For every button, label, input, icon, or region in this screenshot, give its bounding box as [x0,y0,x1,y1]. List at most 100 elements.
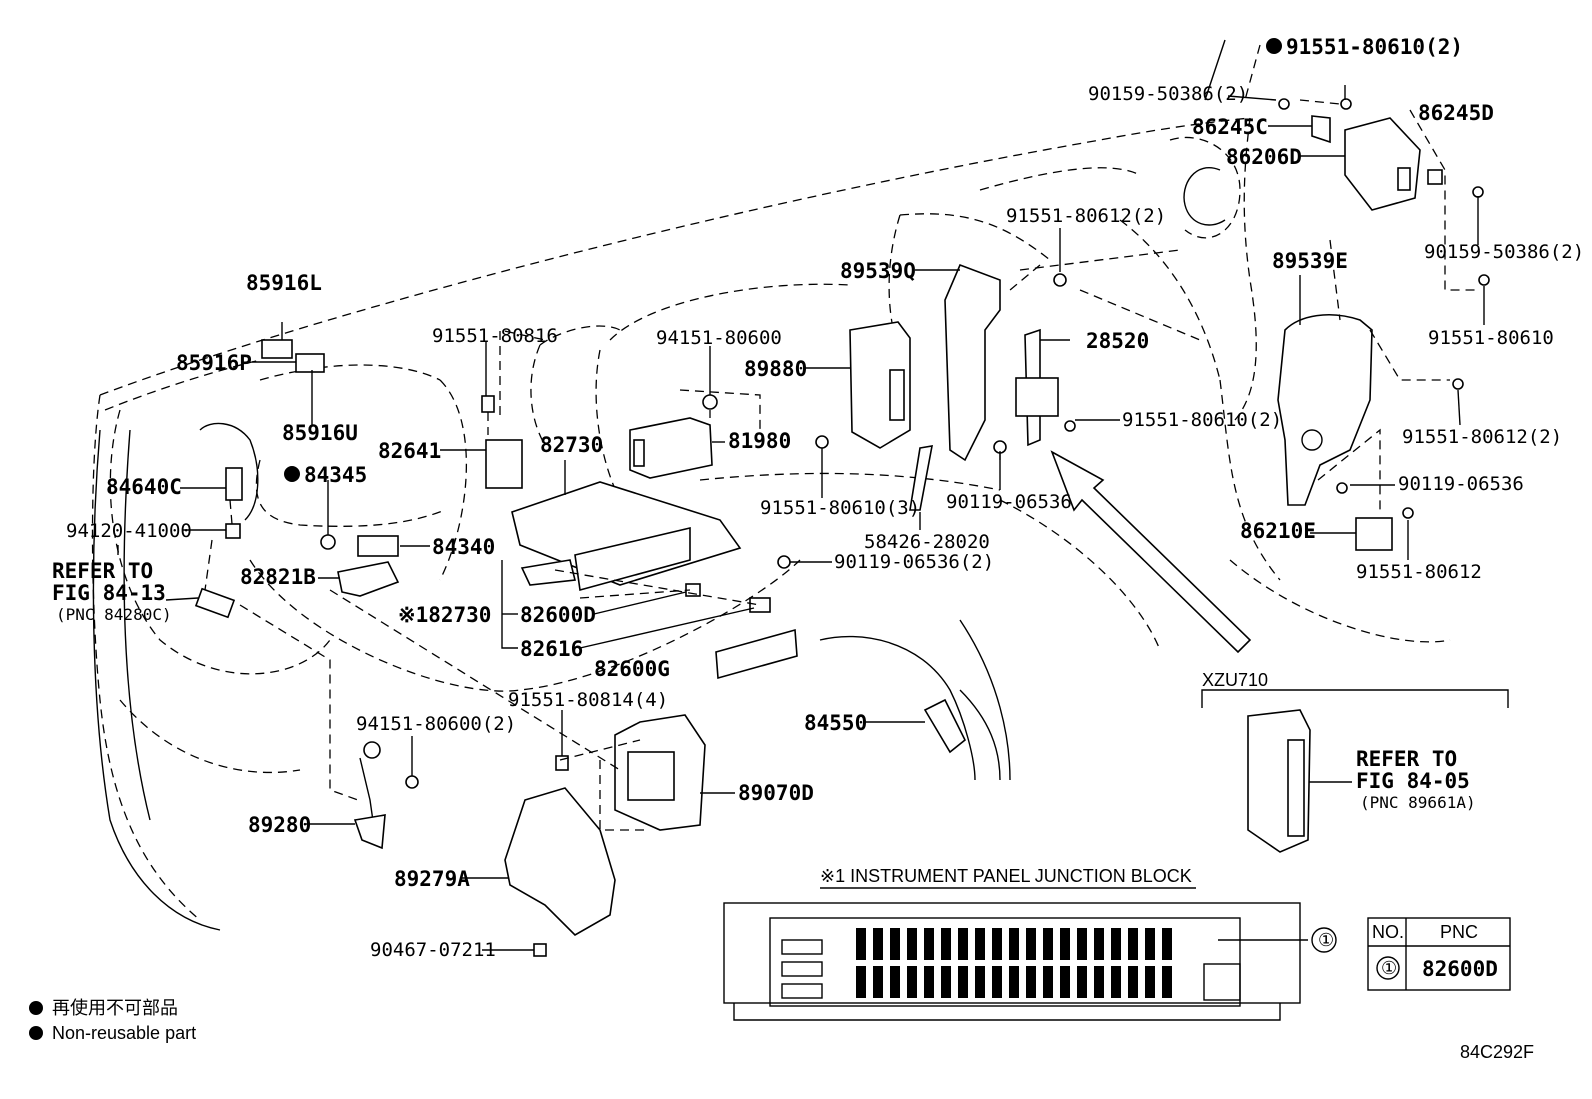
callout-circle [1311,927,1337,953]
part-58426-28020-shape [909,445,933,511]
nut-94151-80600 [702,394,718,410]
label-89880: 89880 [744,357,807,381]
label-89279A: 89279A [394,867,470,891]
refer-left-line2: FIG 84-13 [52,581,166,605]
part-82730-shape [511,481,742,592]
part-89279A-shape [504,787,616,936]
label-28520: 28520 [1086,329,1149,353]
label-89280: 89280 [248,813,311,837]
label-91551-80612-2-right: 91551-80612(2) [1402,426,1562,448]
refer-right-line2: FIG 84-05 [1356,769,1470,793]
part-85916L-shape [261,339,293,359]
part-85916P-shape [295,353,325,373]
junction-block-pin [1060,966,1070,998]
bolt-91551-80610-2-mid [1064,420,1076,432]
junction-block-pin [1077,966,1087,998]
label-89070D: 89070D [738,781,814,805]
label-82730-ref: ※182730 [398,603,491,627]
junction-block-pin [1162,966,1172,998]
pnc-table-cell-pnc: 82600D [1422,957,1498,981]
label-91551-80610-right: 91551-80610 [1428,327,1554,349]
junction-block-pin [856,928,866,960]
label-84345: 84345 [304,463,367,487]
gauge-left [199,422,259,521]
bolt-90119-06536-right [1336,482,1348,494]
junction-block-pin [924,966,934,998]
label-90159-50386-2-right: 90159-50386(2) [1424,241,1584,263]
label-91551-80610-2-top: 91551-80610(2) [1286,35,1463,59]
part-89539Q-shape [944,263,1001,462]
junction-block-pin [1128,928,1138,960]
junction-block-pin [958,966,968,998]
bolt-90119-06536-2 [777,555,791,569]
junction-block-pin [941,966,951,998]
part-82641-shape [485,439,523,489]
part-89280-shape [353,741,386,850]
label-84550: 84550 [804,711,867,735]
pnc-table-header-no: NO. [1372,922,1404,942]
part-89880-shape [849,321,911,449]
label-91551-80816: 91551-80816 [432,325,558,347]
label-82730: 82730 [540,433,603,457]
label-91551-80612-2-mid: 91551-80612(2) [1006,205,1166,227]
part-86210E-shape [1355,517,1393,551]
junction-block-pin [1145,928,1155,960]
junction-block-pin [1077,928,1087,960]
bolt-91551-80816 [481,395,495,413]
direction-arrow [1050,450,1252,654]
part-82600G-shape [715,628,798,680]
dashboard-outline [91,39,1451,931]
label-86245C: 86245C [1192,115,1268,139]
label-82616: 82616 [520,637,583,661]
label-91551-80814-4: 91551-80814(4) [508,689,668,711]
junction-block-diagram [723,887,1308,1021]
junction-block-pin [856,966,866,998]
junction-block-pin [1009,928,1019,960]
bolt-91551-80612-2-mid [1053,273,1067,287]
junction-block-pin [1145,966,1155,998]
junction-block-pin [907,966,917,998]
junction-block-pin [1043,928,1053,960]
label-90119-06536-right: 90119-06536 [1398,473,1524,495]
junction-block-pin [975,966,985,998]
refer-left-line3: (PNC 84280C) [56,605,172,624]
label-82600D: 82600D [520,603,596,627]
junction-block-pin [1026,966,1036,998]
junction-block-pin [907,928,917,960]
junction-block-pin [992,966,1002,998]
label-86245D: 86245D [1418,101,1494,125]
label-86210E: 86210E [1240,519,1316,543]
label-89539E: 89539E [1272,249,1348,273]
leader-lines [117,85,1509,951]
label-82641: 82641 [378,439,441,463]
part-86206D-shape [1344,117,1421,211]
variant-label: XZU710 [1202,670,1268,690]
bolt-91551-80612-2-right [1452,378,1464,390]
junction-block-pin [992,928,1002,960]
pnc-table-cell-no: ① [1381,958,1397,978]
label-94120-41000: 94120-41000 [66,520,192,542]
legend-marker-en [29,1026,43,1040]
part-89070D-shape [614,714,706,831]
label-94151-80600-2: 94151-80600(2) [356,713,516,735]
part-89661A-module [1247,709,1311,853]
callout-number: ① [1318,930,1334,950]
refer-right-line1: REFER TO [1356,747,1457,771]
label-91551-80612: 91551-80612 [1356,561,1482,583]
non-reusable-marker [1266,38,1282,54]
label-85916P: 85916P [176,351,252,375]
label-91551-80610-3: 91551-80610(3) [760,497,920,519]
junction-block-pin [1043,966,1053,998]
label-82600G: 82600G [594,657,670,681]
non-reusable-marker [284,466,300,482]
part-84340-shape [357,535,399,557]
bolt-91551-80612 [1402,507,1414,519]
label-82821B: 82821B [240,565,316,589]
label-85916U: 85916U [282,421,358,445]
label-89539Q: 89539Q [840,259,916,283]
junction-block-pin [1026,928,1036,960]
junction-block-pin [1111,928,1121,960]
junction-block-pin [941,928,951,960]
part-84550-shape [819,635,976,781]
